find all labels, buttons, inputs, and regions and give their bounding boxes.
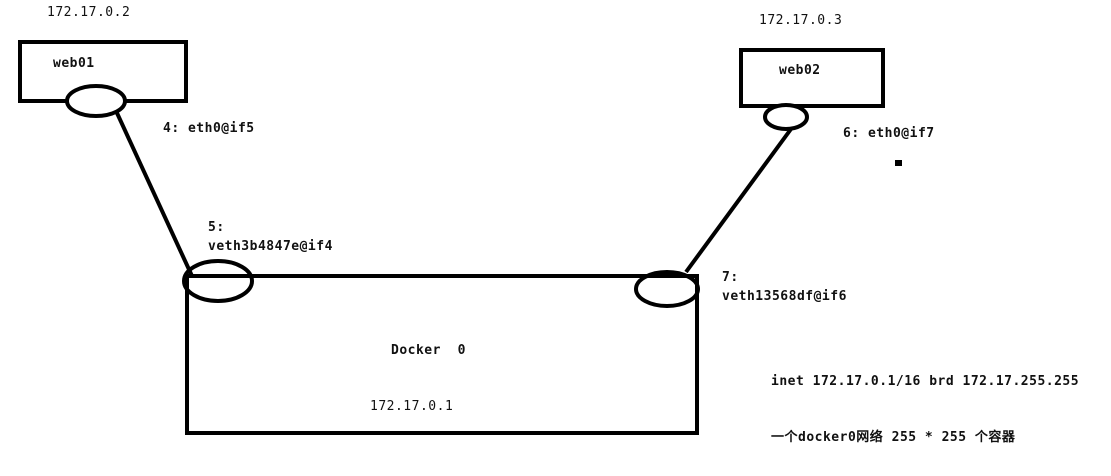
web02-ip-label: 172.17.0.3	[759, 13, 843, 28]
web01-name-label: web01	[53, 56, 95, 71]
web02-veth-link	[684, 127, 793, 274]
web01-interface-label: 4: eth0@if5	[163, 121, 255, 136]
veth-right-index-label: 7:	[722, 270, 739, 285]
web02-name-label: web02	[779, 63, 821, 78]
veth-right-name-label: veth13568df@if6	[722, 289, 847, 304]
docker0-box	[185, 274, 699, 435]
web02-eth0-port	[763, 103, 809, 131]
web02-interface-label: 6: eth0@if7	[843, 126, 935, 141]
inet-note: inet 172.17.0.1/16 brd 172.17.255.255	[771, 374, 1080, 389]
web01-ip-label: 172.17.0.2	[47, 5, 131, 20]
docker0-ip-label: 172.17.0.1	[370, 399, 454, 414]
web01-veth-link	[115, 112, 194, 277]
capacity-note: 一个docker0网络 255 * 255 个容器	[771, 430, 1016, 445]
veth-right-port	[634, 270, 700, 308]
web01-eth0-port	[65, 84, 127, 118]
veth-left-port	[182, 259, 254, 303]
veth-left-index-label: 5:	[208, 220, 225, 235]
stray-mark	[895, 160, 902, 166]
web02-box	[739, 48, 885, 108]
docker0-name-label: Docker 0	[391, 343, 466, 358]
veth-left-name-label: veth3b4847e@if4	[208, 239, 333, 254]
